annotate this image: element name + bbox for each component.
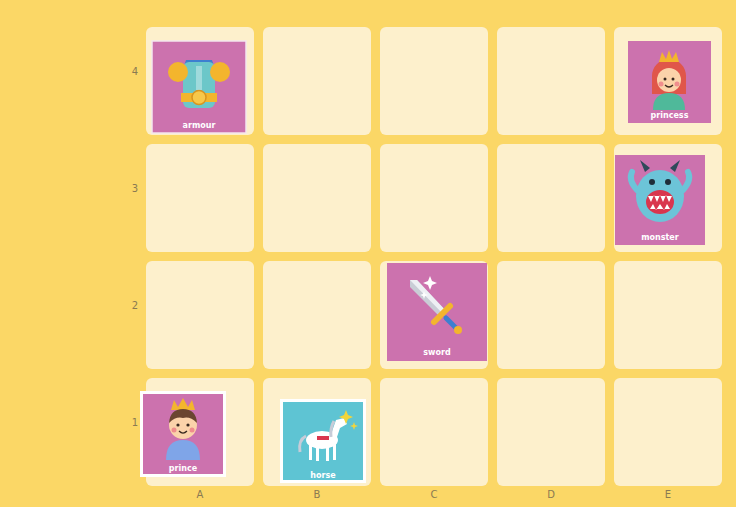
row-label: 1 [132,417,138,429]
game-card: horse [280,399,366,483]
game-card: princess [628,41,711,123]
game-card: monster [615,155,705,245]
game-card: armour [152,41,246,133]
row-label: 2 [132,300,138,312]
card-name: prince [169,464,197,474]
game-card: prince [140,391,226,477]
card-name: sword [423,348,450,358]
card-name: armour [183,121,216,131]
row-label: 3 [132,183,138,195]
column-label: C [431,489,438,501]
game-card: sword [387,263,487,361]
column-label: D [547,489,555,501]
column-label: E [665,489,671,501]
row-label: 4 [132,66,138,78]
card-name: horse [310,471,335,481]
card-name: princess [651,111,689,121]
card-name: monster [641,233,678,243]
column-label: A [197,489,204,501]
column-label: B [314,489,321,501]
